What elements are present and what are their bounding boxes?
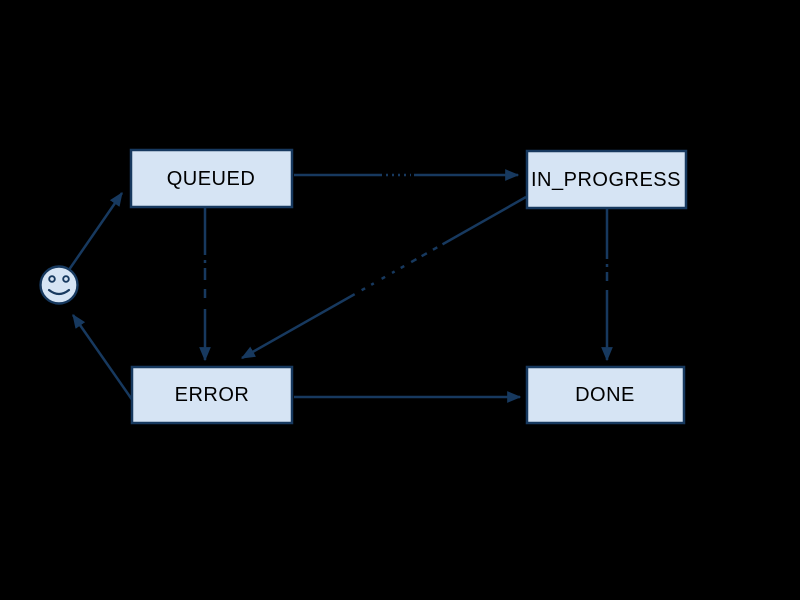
edge-in-progress-to-error bbox=[240, 195, 527, 360]
edge-label-artifact-in-progress-error bbox=[350, 237, 444, 296]
state-node-in-progress: IN_PROGRESS bbox=[525, 149, 688, 210]
state-label-queued: QUEUED bbox=[167, 168, 256, 190]
smiley-face-icon bbox=[39, 265, 79, 305]
state-label-in-progress: IN_PROGRESS bbox=[531, 169, 681, 191]
smiley-left-eye bbox=[48, 275, 56, 283]
state-node-error: ERROR bbox=[130, 365, 294, 425]
edge-queued-to-error bbox=[199, 208, 211, 362]
edge-start-to-queued bbox=[62, 192, 124, 278]
state-node-done: DONE bbox=[525, 365, 686, 425]
edge-label-artifact-in-progress-done bbox=[602, 259, 612, 290]
smiley-right-eye bbox=[62, 275, 70, 283]
edge-in-progress-to-done bbox=[601, 209, 613, 362]
state-label-error: ERROR bbox=[175, 384, 250, 406]
edge-label-artifact-queued-error bbox=[199, 255, 210, 309]
smiley-mouth bbox=[47, 288, 71, 296]
state-label-done: DONE bbox=[575, 384, 635, 406]
edge-error-to-start bbox=[71, 314, 135, 402]
start-state-node bbox=[39, 265, 79, 305]
edge-queued-to-in-progress bbox=[294, 169, 520, 181]
edge-label-artifact-queued-in-progress bbox=[382, 169, 414, 181]
state-node-queued: QUEUED bbox=[129, 148, 294, 209]
